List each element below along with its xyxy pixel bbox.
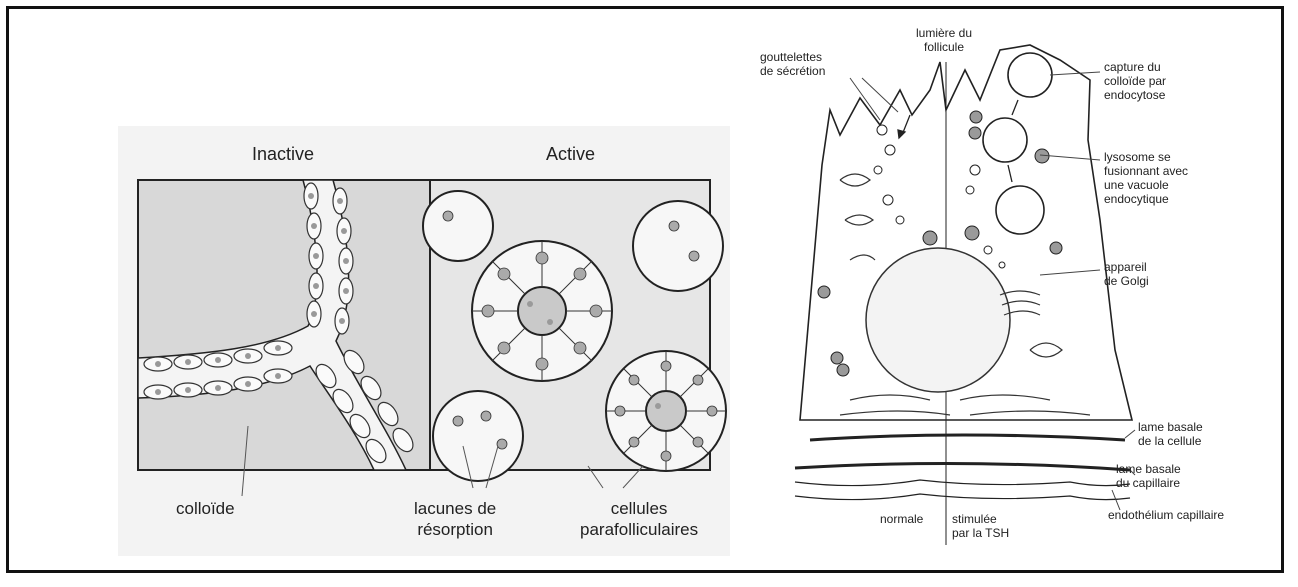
label-lacunes: lacunes de résorption (414, 498, 496, 540)
label-normale: normale (880, 512, 923, 526)
label-endothelium: endothélium capillaire (1108, 508, 1224, 522)
label-stimulee: stimulée par la TSH (952, 512, 1009, 540)
label-lame-cellule: lame basale de la cellule (1138, 420, 1203, 448)
basal-laminae (795, 435, 1130, 500)
nucleus (866, 248, 1010, 392)
label-colloid: colloïde (176, 498, 235, 519)
label-gouttelettes: gouttelettes de sécrétion (760, 50, 825, 78)
histology-drawing (118, 126, 730, 556)
label-golgi: appareil de Golgi (1104, 260, 1149, 288)
label-lysosome: lysosome se fusionnant avec une vacuole … (1104, 150, 1188, 206)
cell-drawing (740, 20, 1290, 560)
histology-panel: Inactive Active (118, 126, 730, 556)
label-lumiere: lumière du follicule (916, 26, 972, 54)
cell-schematic-panel: gouttelettes de sécrétion lumière du fol… (740, 20, 1290, 560)
label-capture: capture du colloïde par endocytose (1104, 60, 1166, 102)
label-lame-capillaire: lame basale du capillaire (1116, 462, 1181, 490)
inactive-box (138, 180, 430, 470)
label-cellules: cellules parafolliculaires (580, 498, 698, 540)
